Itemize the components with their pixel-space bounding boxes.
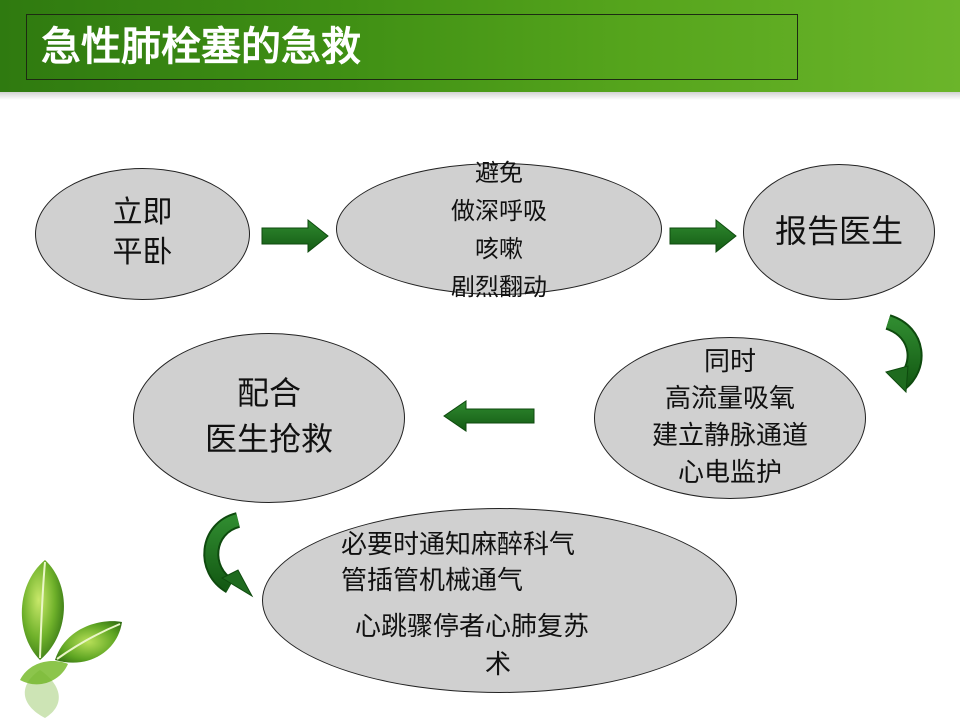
arrow-left-1 bbox=[443, 400, 535, 432]
step-avoid-line-1: 避免 bbox=[475, 159, 523, 187]
arrow-right-2 bbox=[669, 218, 737, 254]
step-report-line-1: 报告医生 bbox=[774, 212, 903, 250]
leaf-3 bbox=[20, 661, 68, 685]
step-avoid-actions: 避免 做深呼吸 咳嗽 剧烈翻动 bbox=[336, 159, 662, 301]
step-avoid-line-2: 做深呼吸 bbox=[451, 197, 547, 225]
curved-arrow-down-right bbox=[884, 314, 923, 394]
step-oxygen-line-2: 高流量吸氧 bbox=[664, 384, 795, 414]
step-lie-flat: 立即 平卧 bbox=[35, 168, 250, 300]
leaf-decoration bbox=[20, 560, 122, 718]
slide-title: 急性肺栓塞的急救 bbox=[41, 24, 361, 70]
step-assist-line-1: 配合 bbox=[236, 374, 301, 412]
arrow-right-1 bbox=[261, 218, 329, 254]
step-oxygen-line-4: 心电监护 bbox=[677, 458, 782, 488]
step-cpr-line-3: 心跳骤停者心肺复苏 bbox=[355, 612, 590, 642]
step-oxygen-line-1: 同时 bbox=[703, 347, 756, 377]
step-avoid-line-3: 咳嗽 bbox=[475, 235, 523, 263]
step-lie-flat-line-2: 平卧 bbox=[112, 235, 173, 270]
step-assist-rescue: 配合 医生抢救 bbox=[133, 333, 405, 503]
step-high-flow-oxygen: 同时 高流量吸氧 建立静脉通道 心电监护 bbox=[594, 337, 866, 499]
step-report-doctor: 报告医生 bbox=[743, 164, 935, 300]
step-cpr-line-1: 必要时通知麻醉科气 bbox=[341, 530, 576, 560]
header-band bbox=[0, 0, 960, 92]
step-oxygen-line-3: 建立静脉通道 bbox=[651, 421, 808, 451]
title-box: 急性肺栓塞的急救 bbox=[26, 14, 798, 80]
leaf-2 bbox=[55, 621, 122, 663]
header-shadow bbox=[0, 92, 960, 100]
step-cpr-line-4: 术 bbox=[485, 650, 512, 680]
step-avoid-line-4: 剧烈翻动 bbox=[451, 273, 547, 301]
curved-arrow-down-left bbox=[203, 512, 254, 598]
step-lie-flat-line-1: 立即 bbox=[112, 195, 173, 230]
step-anesthesia-cpr: 必要时通知麻醉科气 管插管机械通气 心跳骤停者心肺复苏 术 bbox=[262, 508, 737, 693]
leaf-reflection bbox=[24, 670, 59, 718]
leaf-1 bbox=[21, 560, 64, 660]
step-cpr-line-2: 管插管机械通气 bbox=[341, 566, 524, 596]
step-assist-line-2: 医生抢救 bbox=[204, 420, 333, 458]
